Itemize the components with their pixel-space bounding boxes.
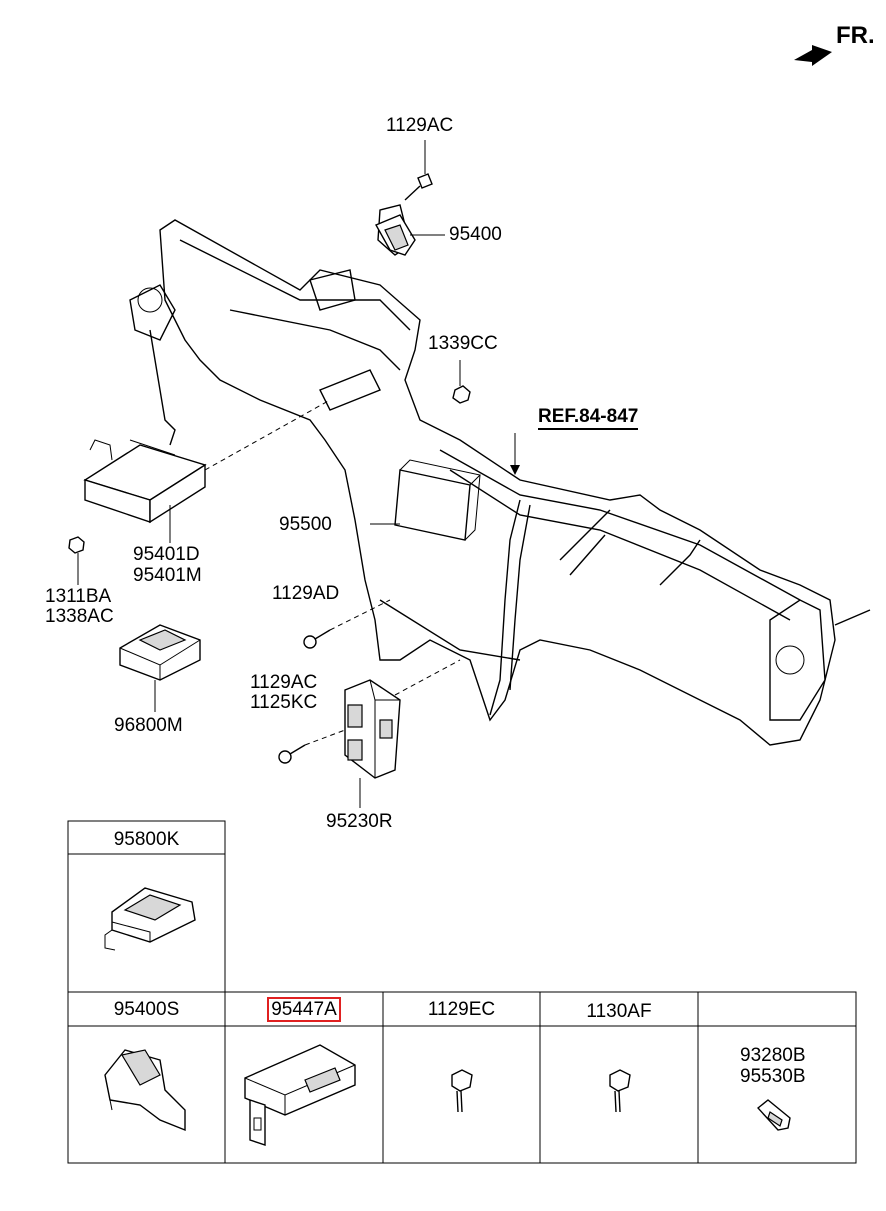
crossmember-frame	[129, 204, 871, 746]
bolt-mid-icon	[303, 629, 331, 649]
callout-1339CC[interactable]: 1339CC	[428, 333, 498, 354]
callout-1311BA[interactable]: 1311BA	[45, 586, 112, 607]
part-95800K-image	[104, 887, 196, 951]
table-cell-1130AF-title[interactable]: 1130AF	[586, 1001, 652, 1022]
callout-95400[interactable]: 95400	[449, 224, 502, 245]
nut-right-icon	[452, 385, 471, 404]
callout-95401D[interactable]: 95401D	[133, 544, 200, 565]
bracket-95400	[375, 214, 416, 256]
module-95500	[394, 459, 482, 541]
junction-box-95230R	[344, 679, 401, 779]
reference-label[interactable]: REF.84-847	[538, 406, 639, 430]
module-95401	[83, 439, 207, 524]
part-95400S-image	[104, 1049, 186, 1132]
table-cell-95447A-wrap: 95447A	[225, 997, 383, 1022]
bolt-1129EC-icon	[451, 1069, 473, 1113]
front-direction-label: FR.	[836, 22, 875, 49]
table-cell-95800K-title[interactable]: 95800K	[113, 829, 180, 850]
callout-95500[interactable]: 95500	[279, 514, 332, 535]
callout-93280B[interactable]: 93280B	[740, 1045, 806, 1066]
front-arrow-icon	[794, 45, 832, 66]
callout-1338AC[interactable]: 1338AC	[45, 606, 114, 627]
bolt-top-icon	[404, 173, 433, 201]
callout-1125KC[interactable]: 1125KC	[250, 692, 318, 713]
table-cell-95447A-title[interactable]: 95447A	[267, 997, 341, 1022]
callout-1129AD[interactable]: 1129AD	[272, 583, 340, 604]
callout-1129AC-top[interactable]: 1129AC	[386, 115, 454, 136]
part-95447A-image	[244, 1044, 356, 1146]
table-cell-1129EC-title[interactable]: 1129EC	[427, 999, 496, 1020]
callout-95230R[interactable]: 95230R	[326, 811, 393, 832]
switch-96800M	[119, 624, 201, 681]
callout-96800M[interactable]: 96800M	[114, 715, 183, 736]
callout-95401M[interactable]: 95401M	[133, 565, 202, 586]
parts-table	[67, 820, 857, 1164]
callout-95530B[interactable]: 95530B	[740, 1066, 806, 1087]
table-cell-95400S-title[interactable]: 95400S	[113, 999, 180, 1020]
sensor-93280B-icon	[756, 1099, 791, 1131]
bolt-1130AF-icon	[609, 1069, 631, 1113]
bolt-lower-icon	[278, 744, 306, 764]
nut-left-icon	[68, 536, 85, 554]
callout-1129AC-lower[interactable]: 1129AC	[250, 672, 318, 693]
